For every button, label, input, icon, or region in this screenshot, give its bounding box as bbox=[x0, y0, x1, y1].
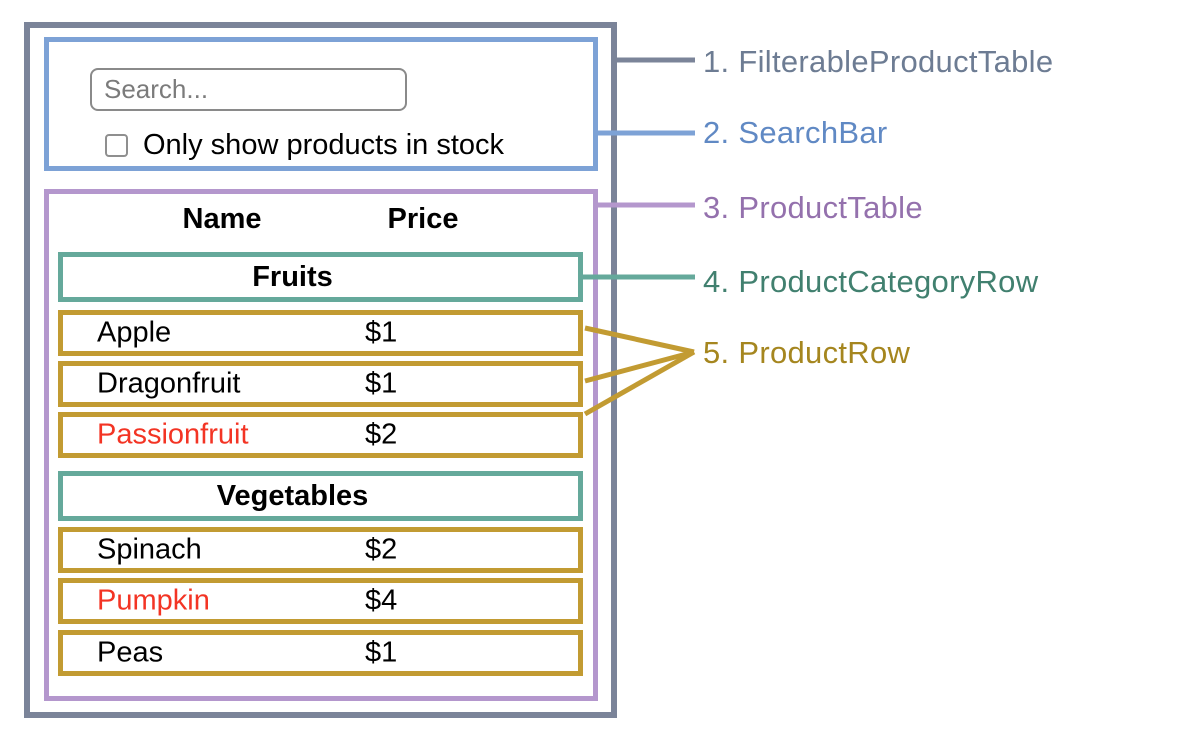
category-label: Vegetables bbox=[216, 479, 369, 512]
product-price: $1 bbox=[365, 636, 398, 669]
label-product-table: 3. ProductTable bbox=[703, 190, 923, 225]
product-name: Pumpkin bbox=[97, 584, 210, 617]
product-price: $2 bbox=[365, 418, 398, 451]
product-price: $4 bbox=[365, 584, 398, 617]
product-row: Spinach $2 bbox=[58, 527, 583, 573]
product-price: $1 bbox=[365, 316, 398, 349]
label-search-bar: 2. SearchBar bbox=[703, 115, 888, 150]
label-product-row: 5. ProductRow bbox=[703, 335, 911, 370]
in-stock-checkbox[interactable] bbox=[105, 134, 128, 157]
product-row: Pumpkin $4 bbox=[58, 578, 583, 624]
product-name: Spinach bbox=[97, 533, 202, 566]
category-row-fruits: Fruits bbox=[58, 252, 583, 302]
product-name: Dragonfruit bbox=[97, 367, 241, 400]
price-column-header: Price bbox=[387, 203, 459, 235]
label-product-category-row: 4. ProductCategoryRow bbox=[703, 264, 1039, 299]
product-name: Apple bbox=[97, 316, 172, 349]
product-row: Apple $1 bbox=[58, 310, 583, 356]
product-price: $1 bbox=[365, 367, 398, 400]
product-row: Passionfruit $2 bbox=[58, 412, 583, 458]
search-input[interactable] bbox=[90, 68, 407, 111]
product-row: Peas $1 bbox=[58, 630, 583, 676]
product-row: Dragonfruit $1 bbox=[58, 361, 583, 407]
category-label: Fruits bbox=[252, 260, 333, 293]
product-name: Passionfruit bbox=[97, 418, 249, 451]
product-price: $2 bbox=[365, 533, 398, 566]
name-column-header: Name bbox=[182, 203, 262, 235]
product-name: Peas bbox=[97, 636, 164, 669]
category-row-vegetables: Vegetables bbox=[58, 471, 583, 521]
label-filterable-product-table: 1. FilterableProductTable bbox=[703, 44, 1054, 79]
in-stock-checkbox-label: Only show products in stock bbox=[143, 129, 505, 161]
